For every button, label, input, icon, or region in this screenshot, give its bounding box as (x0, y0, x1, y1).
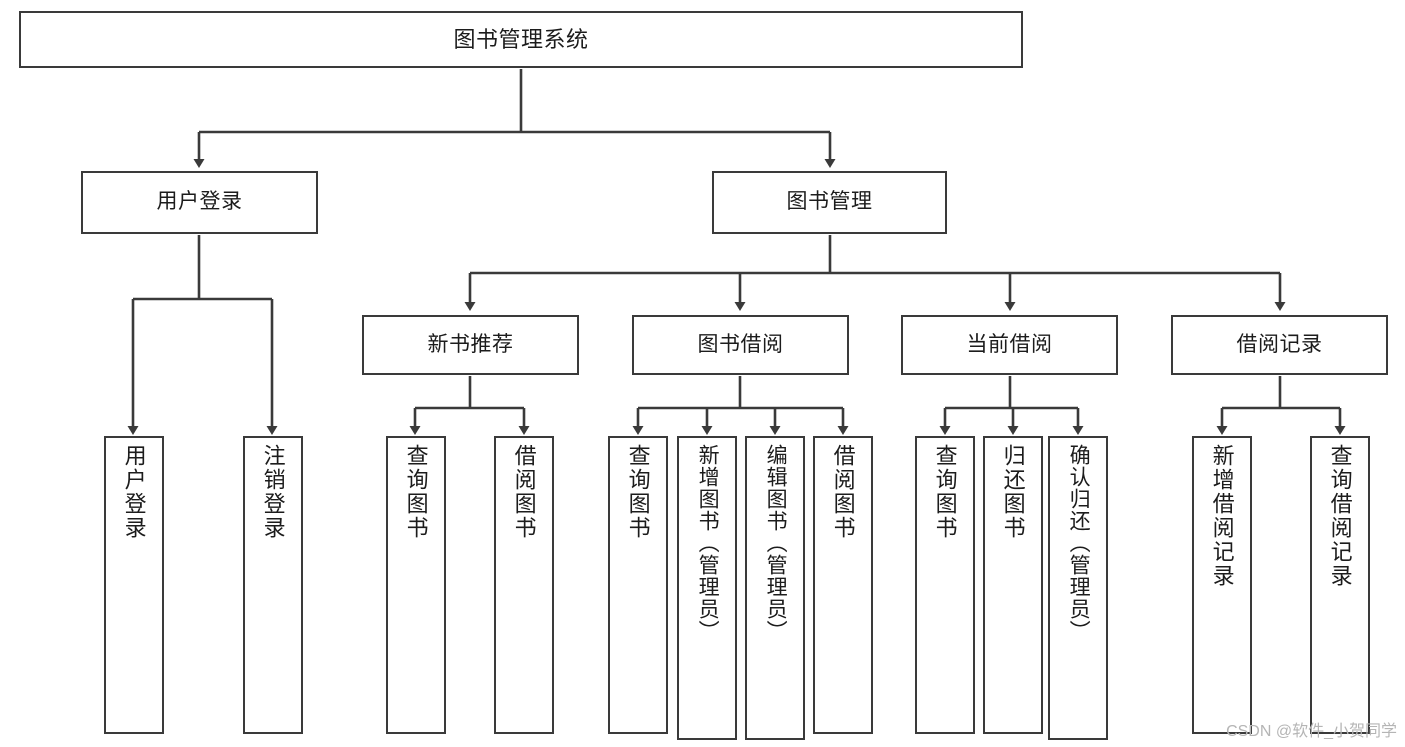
node-label: 图书管理 (786, 190, 873, 214)
node-label: 新书推荐 (427, 332, 514, 356)
node-label: 查询图书 (625, 444, 651, 540)
node-current-borrow[interactable]: 当前借阅 (901, 315, 1118, 375)
leaf-query-record[interactable]: 查询借阅记录 (1310, 436, 1370, 734)
leaf-logout-login[interactable]: 注销登录 (243, 436, 303, 734)
node-label: 查询借阅记录 (1327, 444, 1353, 588)
node-new-book-recommend[interactable]: 新书推荐 (362, 315, 579, 375)
node-book-manage[interactable]: 图书管理 (712, 171, 947, 234)
node-label: 借阅图书 (511, 444, 537, 540)
leaf-query-book-3[interactable]: 查询图书 (915, 436, 975, 734)
watermark: CSDN @软件_小贺同学 (1226, 723, 1397, 740)
node-label: 注销登录 (260, 444, 286, 540)
node-label: 借阅记录 (1236, 332, 1323, 356)
leaf-user-login[interactable]: 用户登录 (104, 436, 164, 734)
leaf-return-book[interactable]: 归还图书 (983, 436, 1043, 734)
node-label: 编辑图书（管理员） (764, 444, 788, 642)
node-label: 查询图书 (932, 444, 958, 540)
leaf-query-book-1[interactable]: 查询图书 (386, 436, 446, 734)
node-label: 查询图书 (403, 444, 429, 540)
node-label: 用户登录 (121, 444, 147, 540)
node-label: 用户登录 (156, 190, 243, 214)
node-root-book-management-system[interactable]: 图书管理系统 (19, 11, 1023, 68)
node-label: 归还图书 (1000, 444, 1026, 540)
leaf-borrow-book-1[interactable]: 借阅图书 (494, 436, 554, 734)
node-book-borrow[interactable]: 图书借阅 (632, 315, 849, 375)
node-label: 新增借阅记录 (1209, 444, 1235, 588)
leaf-borrow-book-2[interactable]: 借阅图书 (813, 436, 873, 734)
node-label: 借阅图书 (830, 444, 856, 540)
node-borrow-record[interactable]: 借阅记录 (1171, 315, 1388, 375)
node-label: 当前借阅 (966, 332, 1053, 356)
node-label: 新增图书（管理员） (696, 444, 720, 642)
leaf-add-book[interactable]: 新增图书（管理员） (677, 436, 737, 740)
node-label: 确认归还（管理员） (1067, 444, 1091, 642)
node-label: 图书借阅 (697, 332, 784, 356)
leaf-query-book-2[interactable]: 查询图书 (608, 436, 668, 734)
node-user-login[interactable]: 用户登录 (81, 171, 318, 234)
leaf-confirm-return[interactable]: 确认归还（管理员） (1048, 436, 1108, 740)
leaf-edit-book[interactable]: 编辑图书（管理员） (745, 436, 805, 740)
leaf-add-record[interactable]: 新增借阅记录 (1192, 436, 1252, 734)
node-label: 图书管理系统 (453, 26, 589, 52)
